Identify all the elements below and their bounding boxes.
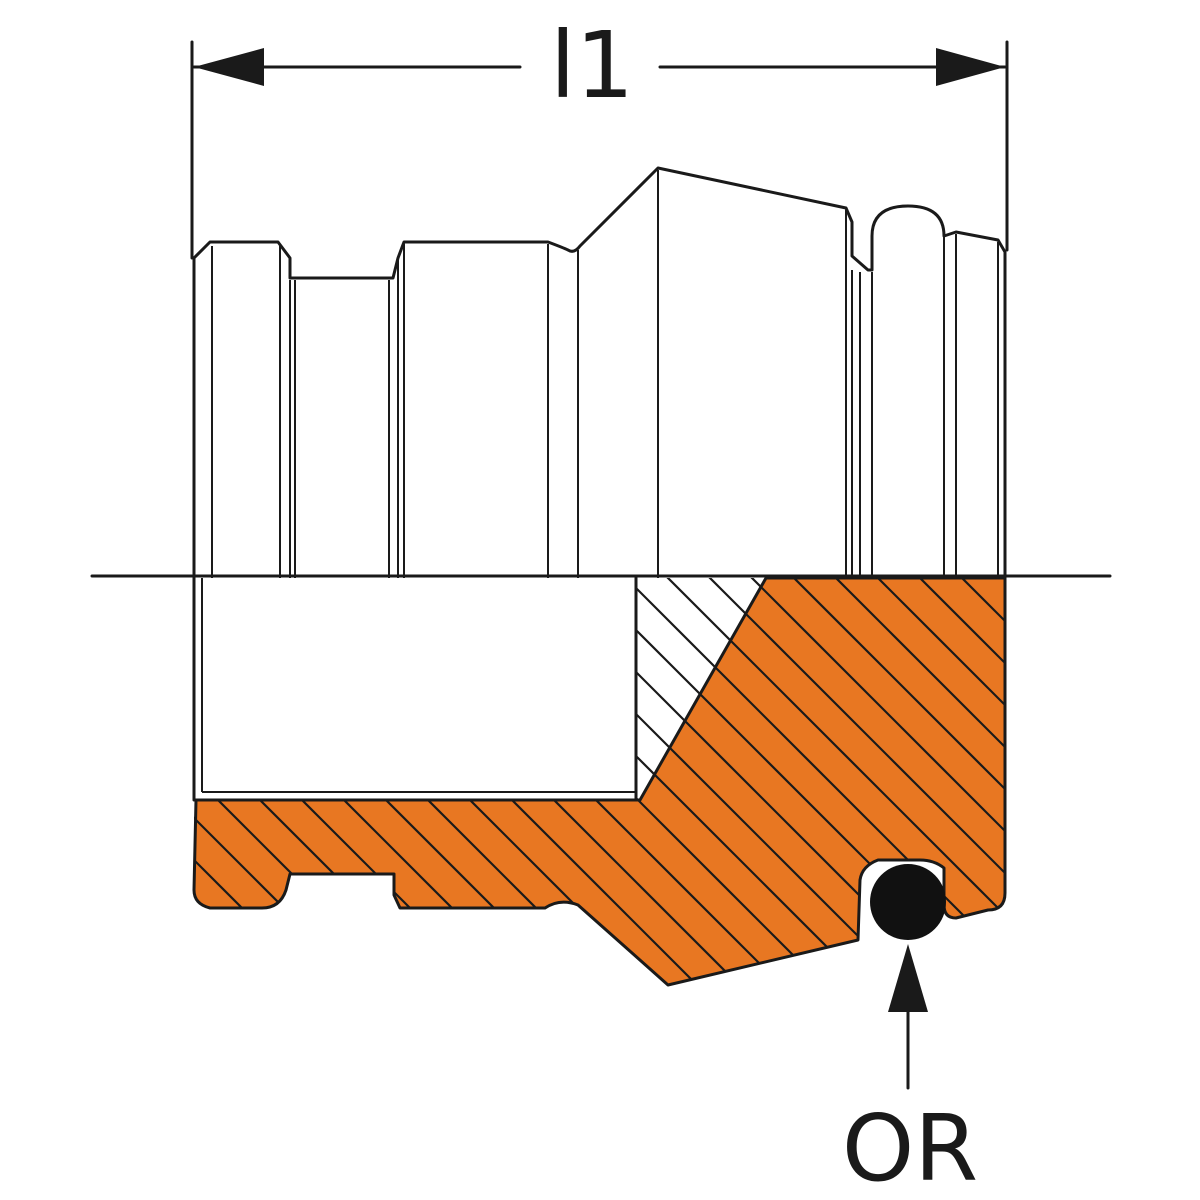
hatch-line bbox=[985, 578, 1005, 985]
hatch-line bbox=[1070, 560, 1200, 1020]
fitting-section-view bbox=[0, 560, 1200, 1020]
hatch-line bbox=[901, 578, 1005, 985]
length-dimension: l1 bbox=[190, 12, 1009, 260]
hatch-line bbox=[194, 578, 481, 985]
hatch-line bbox=[0, 560, 102, 1020]
hatch-line bbox=[194, 578, 607, 985]
hatch-line bbox=[194, 578, 355, 985]
section-hatch-body bbox=[192, 576, 1007, 987]
hatch-line bbox=[1112, 560, 1200, 1020]
hatch-line bbox=[859, 578, 1005, 985]
hatch-line bbox=[194, 578, 565, 985]
dimension-arrow-left-icon bbox=[194, 48, 264, 86]
hatch-line bbox=[194, 578, 271, 985]
hatch-line bbox=[229, 578, 691, 985]
hatch-line bbox=[0, 560, 144, 1020]
hatch-line bbox=[775, 578, 1005, 985]
hatch-line bbox=[691, 578, 1005, 985]
hatch-line bbox=[1154, 560, 1200, 1020]
hatch-line bbox=[194, 578, 439, 985]
oring-callout: OR bbox=[842, 944, 978, 1200]
hatch-line bbox=[194, 578, 397, 985]
hatch-line bbox=[0, 560, 186, 1020]
hatch-line bbox=[1196, 560, 1200, 1020]
hatch-line bbox=[194, 578, 649, 985]
oring-arrow-icon bbox=[888, 944, 928, 1012]
length-dimension-label: l1 bbox=[550, 12, 634, 119]
hatch-line bbox=[194, 578, 313, 985]
dimension-arrow-right-icon bbox=[936, 48, 1005, 86]
hatch-line bbox=[1028, 560, 1200, 1020]
hatch-line bbox=[649, 578, 1005, 985]
fitting-outline bbox=[192, 166, 1007, 580]
fitting-outside-view bbox=[192, 166, 1007, 580]
hatch-line bbox=[194, 578, 523, 985]
hatch-line bbox=[0, 560, 60, 1020]
oring-label: OR bbox=[842, 1095, 978, 1200]
section-hatch-lines bbox=[0, 560, 1200, 1020]
hatch-line bbox=[817, 578, 1005, 985]
oring-seal-icon bbox=[870, 864, 946, 940]
bore-outline bbox=[192, 576, 638, 802]
hatch-line bbox=[733, 578, 1005, 985]
